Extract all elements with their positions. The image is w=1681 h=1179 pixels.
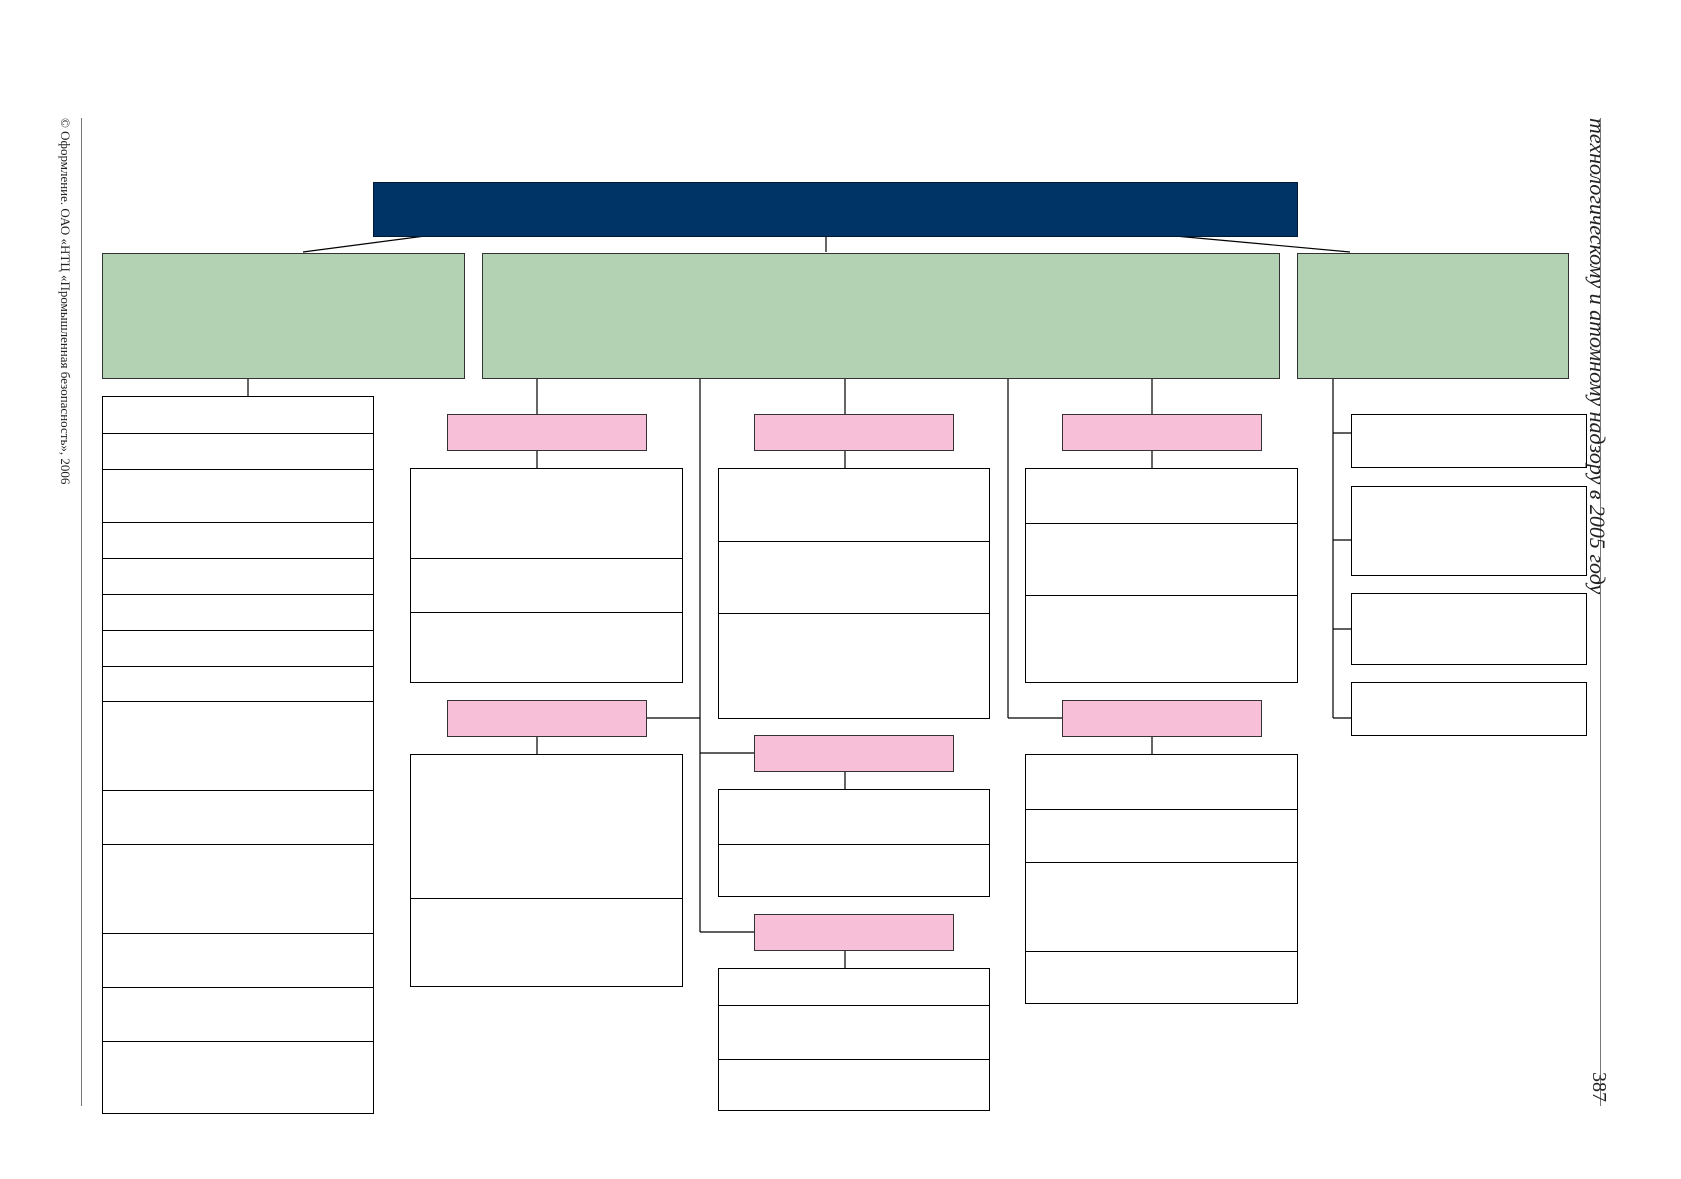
list-item — [1026, 951, 1297, 1005]
list-item — [103, 469, 373, 522]
list-item — [1026, 755, 1297, 809]
list-item — [719, 1005, 989, 1059]
pink-header-col1-bottom — [447, 700, 647, 737]
pink-header-col3-bottom — [1062, 700, 1262, 737]
col3-group-bottom — [1025, 754, 1298, 1004]
right-margin-rule — [1600, 118, 1601, 1106]
list-item — [1026, 469, 1297, 523]
running-title: технологическому и атомному надзору в 20… — [1585, 118, 1610, 595]
list-item — [103, 666, 373, 701]
list-item — [719, 613, 989, 720]
level2-box-center — [482, 253, 1280, 379]
list-item — [103, 933, 373, 987]
left-list — [102, 396, 374, 1114]
list-item — [1026, 809, 1297, 862]
right-box-4 — [1351, 682, 1587, 736]
right-box-3 — [1351, 593, 1587, 665]
list-item — [1026, 862, 1297, 951]
list-item — [103, 558, 373, 594]
left-margin-rule — [81, 118, 82, 1106]
list-item — [719, 844, 989, 898]
list-item — [411, 612, 682, 684]
list-item — [103, 844, 373, 933]
list-item — [1026, 595, 1297, 684]
col3-group-top — [1025, 468, 1298, 683]
col1-group-top — [410, 468, 683, 683]
pink-header-col1-top — [447, 414, 647, 451]
list-item — [103, 630, 373, 666]
page-number: 387 — [1588, 1072, 1610, 1102]
list-item — [103, 397, 373, 433]
list-item — [411, 755, 682, 898]
list-item — [103, 701, 373, 790]
level2-box-right — [1297, 253, 1569, 379]
list-item — [1026, 523, 1297, 595]
list-item — [719, 790, 989, 844]
col2-group-middle — [718, 789, 990, 897]
list-item — [103, 1041, 373, 1115]
level2-box-left — [102, 253, 465, 379]
list-item — [719, 969, 989, 1005]
list-item — [719, 1059, 989, 1112]
list-item — [103, 433, 373, 469]
col1-group-bottom — [410, 754, 683, 987]
col2-group-bottom — [718, 968, 990, 1111]
pink-header-col3-top — [1062, 414, 1262, 451]
list-item — [719, 469, 989, 541]
list-item — [719, 541, 989, 613]
list-item — [411, 469, 682, 558]
pink-header-col2-bottom — [754, 914, 954, 951]
col2-group-top — [718, 468, 990, 719]
top-box — [373, 182, 1298, 237]
pink-header-col2-middle — [754, 735, 954, 772]
list-item — [411, 558, 682, 612]
copyright-note: © Оформление. ОАО «НТЦ «Промышленная без… — [58, 118, 73, 485]
list-item — [103, 987, 373, 1041]
list-item — [103, 522, 373, 558]
list-item — [103, 790, 373, 844]
right-box-2 — [1351, 486, 1587, 576]
list-item — [103, 594, 373, 630]
right-box-1 — [1351, 414, 1587, 468]
list-item — [411, 898, 682, 988]
pink-header-col2-top — [754, 414, 954, 451]
